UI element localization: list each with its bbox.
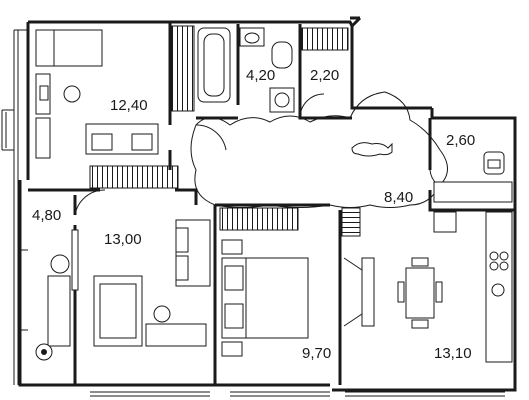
bedroom2-furniture	[221, 239, 375, 357]
area-hall: 8,40	[384, 189, 413, 206]
wardrobes	[89, 25, 361, 237]
bedroom1-furniture	[35, 29, 159, 159]
area-entry: 4,80	[32, 207, 61, 224]
area-kitchen: 13,10	[434, 345, 472, 362]
area-laundry: 2,60	[446, 132, 475, 149]
living-furniture	[35, 219, 211, 361]
outer-walls	[1, 16, 517, 392]
bathroom-fixtures	[197, 27, 295, 113]
kitchen-fixtures	[397, 151, 513, 363]
area-bathroom: 4,20	[246, 67, 275, 84]
area-living-room: 13,00	[104, 231, 142, 248]
windows	[20, 229, 505, 397]
cat-icon	[351, 142, 393, 157]
area-bedroom-master: 9,70	[302, 345, 331, 362]
room-labels: 12,40 4,20 2,20 2,60 8,40 4,80 13,00 9,7…	[32, 67, 475, 362]
area-wc: 2,20	[310, 67, 339, 84]
area-bedroom-top-left: 12,40	[110, 97, 148, 114]
